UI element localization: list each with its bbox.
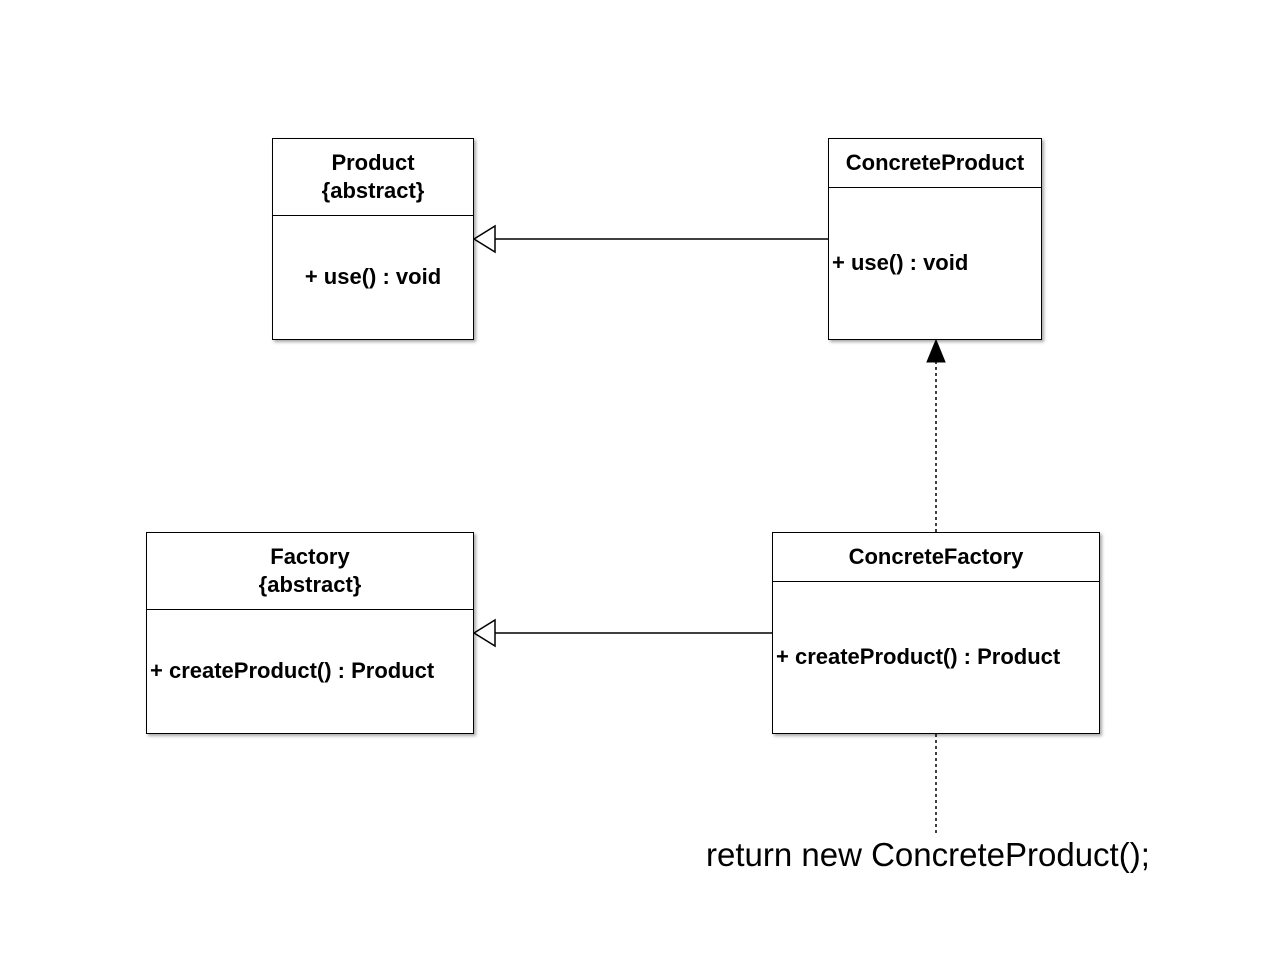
- class-concrete-product-name: ConcreteProduct: [845, 150, 1025, 175]
- generalization-arrowhead-factory: [472, 618, 496, 648]
- class-concrete-factory-operation: + createProduct() : Product: [776, 644, 1061, 669]
- class-product-header: Product {abstract}: [273, 139, 473, 216]
- class-concrete-factory-operations: + createProduct() : Product: [773, 582, 1099, 732]
- class-product-operation: + use() : void: [304, 264, 442, 289]
- class-product-operations: + use() : void: [273, 216, 473, 338]
- class-concrete-factory[interactable]: ConcreteFactory + createProduct() : Prod…: [772, 532, 1100, 734]
- class-factory-header: Factory {abstract}: [147, 533, 473, 610]
- class-product-stereotype: {abstract}: [321, 178, 425, 203]
- class-concrete-factory-name: ConcreteFactory: [848, 544, 1024, 569]
- class-product-name: Product: [331, 150, 415, 175]
- class-factory[interactable]: Factory {abstract} + createProduct() : P…: [146, 532, 474, 734]
- class-factory-stereotype: {abstract}: [258, 572, 362, 597]
- class-factory-operations: + createProduct() : Product: [147, 610, 473, 732]
- class-concrete-product-header: ConcreteProduct: [829, 139, 1041, 188]
- class-concrete-product-operation: + use() : void: [832, 250, 969, 275]
- dependency-arrowhead: [926, 338, 946, 363]
- class-concrete-product-operations: + use() : void: [829, 188, 1041, 338]
- class-concrete-factory-header: ConcreteFactory: [773, 533, 1099, 582]
- note-text: return new ConcreteProduct();: [706, 836, 1150, 873]
- class-concrete-product[interactable]: ConcreteProduct + use() : void: [828, 138, 1042, 340]
- class-factory-name: Factory: [270, 544, 350, 569]
- generalization-arrowhead-product: [472, 224, 496, 254]
- class-factory-operation: + createProduct() : Product: [150, 658, 435, 683]
- class-product[interactable]: Product {abstract} + use() : void: [272, 138, 474, 340]
